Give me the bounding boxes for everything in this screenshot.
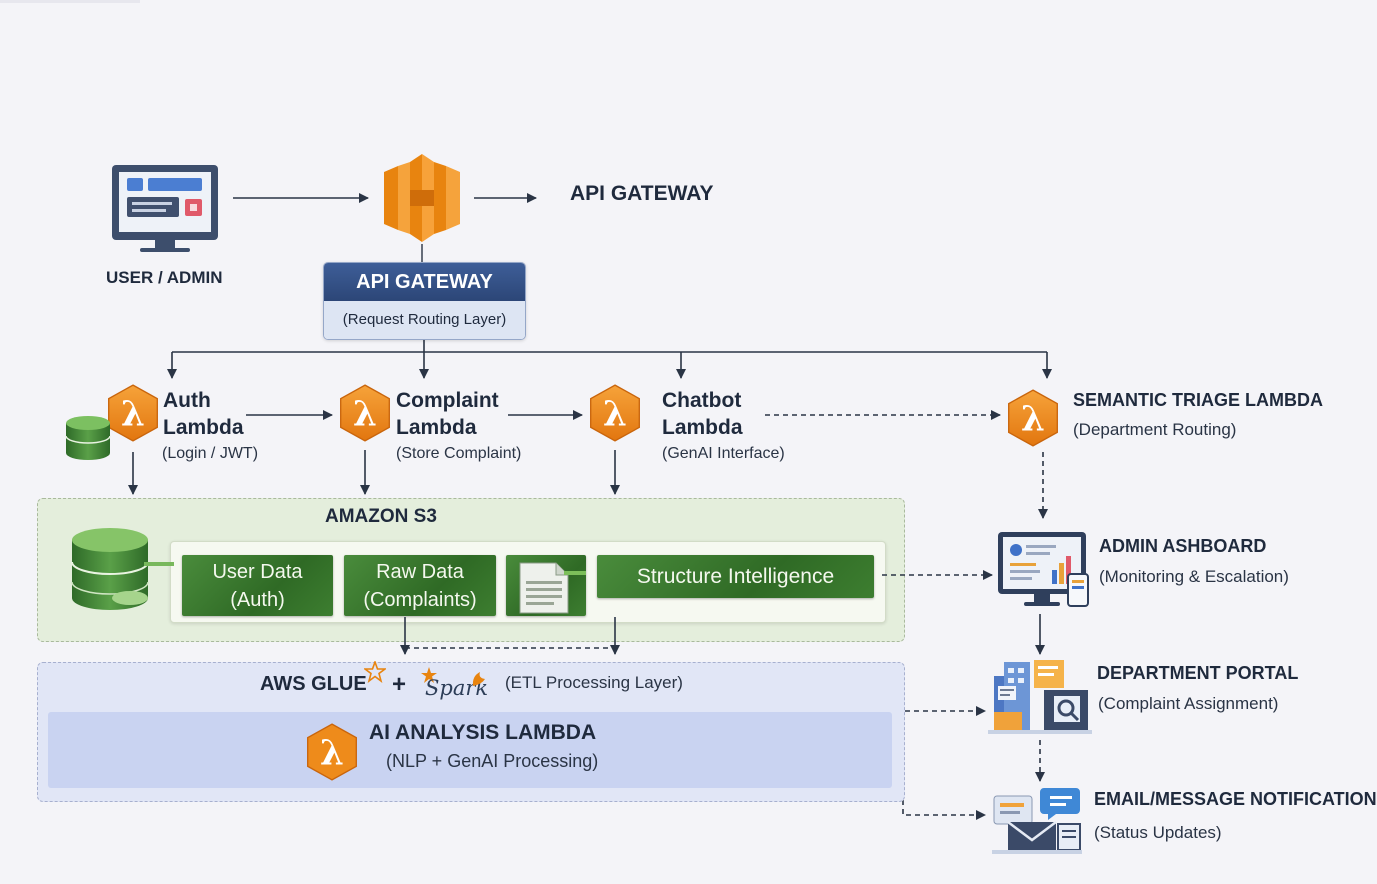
complaint-lambda-title-line1: Complaint <box>396 389 499 412</box>
ai-analysis-panel <box>48 712 892 788</box>
document-store <box>506 555 586 616</box>
api-gateway-icon <box>384 154 460 242</box>
triage-lambda-subtitle: (Department Routing) <box>1073 420 1237 439</box>
arrow-etl-to-email <box>902 800 986 820</box>
user-data-title: User Data <box>212 561 303 583</box>
s3-bucket-icon <box>71 528 174 610</box>
auth-lambda-title-line2: Lambda <box>163 416 244 439</box>
monitor-icon <box>112 165 218 252</box>
email-notification-title: EMAIL/MESSAGE NOTIFICATION <box>1094 789 1377 809</box>
auth-lambda-title: Auth Lambda <box>163 387 244 441</box>
page-edge-fragment <box>0 0 140 3</box>
chatbot-lambda-subtitle: (GenAI Interface) <box>662 445 785 462</box>
user-data-store: User Data (Auth) <box>182 555 333 616</box>
complaint-lambda-subtitle: (Store Complaint) <box>396 445 522 462</box>
complaint-lambda-title-line2: Lambda <box>396 416 477 439</box>
database-icon <box>65 416 111 460</box>
admin-dashboard-title: ADMIN ASHBOARD <box>1099 536 1267 556</box>
plus-sign: + <box>392 671 407 698</box>
auth-lambda-title-line1: Auth <box>163 389 211 412</box>
triage-lambda-title: SEMANTIC TRIAGE LAMBDA <box>1073 390 1323 410</box>
user-admin-label: USER / ADMIN <box>106 268 223 287</box>
spark-flame-icon <box>472 672 485 686</box>
svg-text:λ: λ <box>320 734 344 774</box>
etl-layer-label: (ETL Processing Layer) <box>505 673 683 692</box>
ai-lambda-icon: λ <box>307 723 357 781</box>
glue-icon <box>364 661 386 683</box>
auth-lambda-subtitle: (Login / JWT) <box>162 445 259 462</box>
ai-analysis-title: AI ANALYSIS LAMBDA <box>369 721 597 744</box>
raw-data-subtitle: (Complaints) <box>363 589 477 611</box>
ai-analysis-subtitle: (NLP + GenAI Processing) <box>386 751 599 771</box>
user-data-subtitle: (Auth) <box>230 589 285 611</box>
dashboard-icon <box>998 532 1089 607</box>
email-notification-subtitle: (Status Updates) <box>1094 823 1222 842</box>
department-portal-subtitle: (Complaint Assignment) <box>1098 694 1279 713</box>
raw-data-title: Raw Data <box>376 561 464 583</box>
complaint-lambda-title: Complaint Lambda <box>396 387 499 441</box>
api-gateway-box-subtitle: (Request Routing Layer) <box>324 301 525 339</box>
chatbot-lambda-title: Chatbot Lambda <box>662 387 743 441</box>
chatbot-lambda-title-line1: Chatbot <box>662 389 742 412</box>
chatbot-lambda-title-line2: Lambda <box>662 416 743 439</box>
document-icon <box>519 562 586 614</box>
structure-intelligence-store: Structure Intelligence <box>597 555 874 598</box>
department-portal-title: DEPARTMENT PORTAL <box>1097 663 1299 683</box>
raw-data-store: Raw Data (Complaints) <box>344 555 496 616</box>
routing-connectors <box>167 338 1052 379</box>
building-icon <box>988 660 1092 734</box>
aws-glue-label: AWS GLUE <box>260 673 367 695</box>
s3-title: AMAZON S3 <box>325 506 437 527</box>
api-gateway-box-title: API GATEWAY <box>324 263 525 301</box>
api-gateway-side-label: API GATEWAY <box>570 182 714 205</box>
admin-dashboard-subtitle: (Monitoring & Escalation) <box>1099 567 1289 586</box>
spark-icon <box>421 667 437 683</box>
email-icon <box>992 788 1082 854</box>
api-gateway-box: API GATEWAY (Request Routing Layer) <box>323 262 526 340</box>
